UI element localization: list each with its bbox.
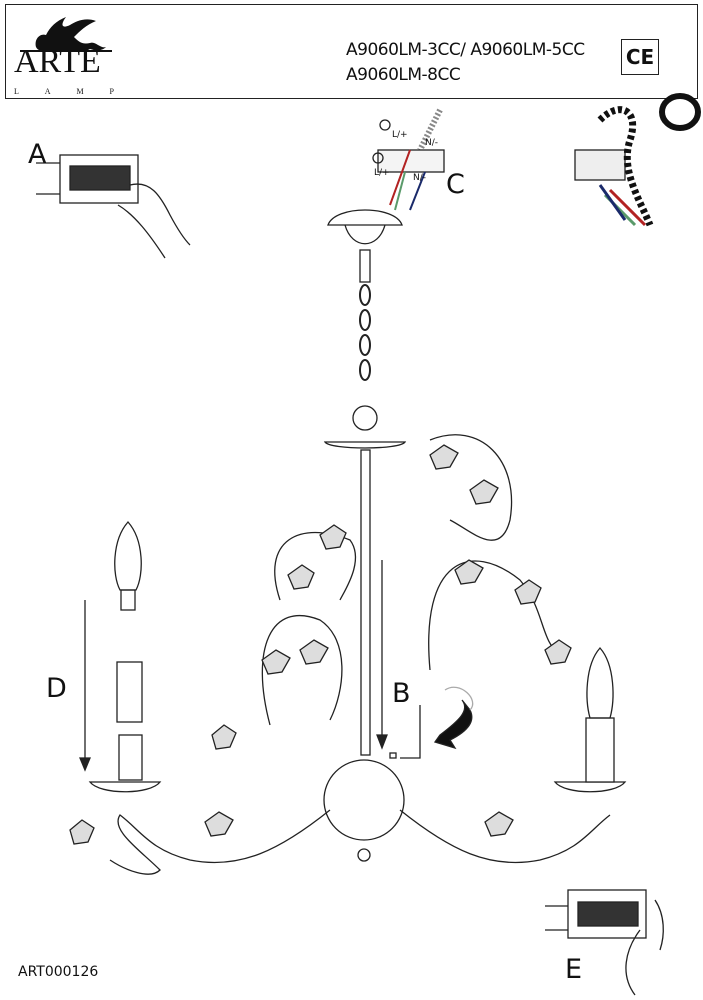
ivy-leaf-icons [69,444,572,845]
terminal-connector-icon [574,93,701,227]
winged-lion-logo-icon [20,17,112,52]
model-numbers: A9060LM-3CC/ A9060LM-5CC A9060LM-8CC [346,38,585,88]
article-code: ART000126 [18,964,99,980]
chain [359,284,371,381]
ce-mark: CE [621,39,659,75]
header-box: ARTE L A M P A9060LM-3CC/ A9060LM-5CC A9… [5,4,698,99]
step-label-b: B [392,678,411,709]
brand-name: ARTE [14,43,101,80]
model-line-2: A9060LM-8CC [346,65,461,85]
wiring-terminal-illustration [372,108,445,211]
brand-letter: M [76,87,84,96]
breaker-off-illustration-a [36,154,191,259]
breaker-on-illustration-e [545,889,664,996]
brand-subtitle: L A M P [14,87,114,96]
chandelier [69,209,627,875]
wire-live-label-top: L/+ [392,130,408,140]
step-label-e: E [565,954,582,985]
brand-letter: A [44,87,51,96]
wire-neutral-label-top: N/- [425,138,438,148]
bulb-install-illustration [79,521,143,781]
step-label-d: D [46,673,67,704]
step-label-a: A [28,139,47,170]
step-label-c: C [446,169,465,200]
screw-tighten-illustration [376,560,474,759]
brand-letter: P [109,87,114,96]
wire-neutral-label-bottom: N/- [413,173,426,183]
brand-letter: L [14,87,19,96]
wire-live-label-bottom: L/+ [374,168,390,178]
model-line-1: A9060LM-3CC/ A9060LM-5CC [346,40,585,60]
